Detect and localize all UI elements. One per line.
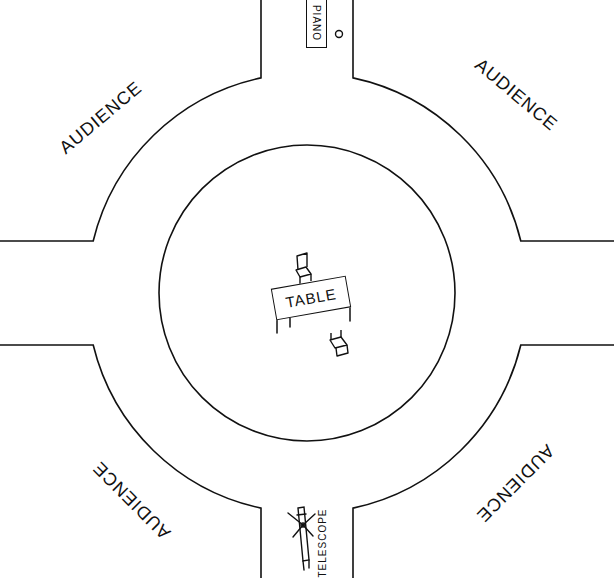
telescope-label: TELESCOPE bbox=[317, 508, 328, 577]
node-text: TABLE bbox=[284, 285, 338, 311]
chair bbox=[330, 330, 348, 356]
audience-edge bbox=[353, 0, 614, 241]
chair bbox=[296, 253, 311, 284]
telescope bbox=[288, 507, 315, 570]
stage-circle bbox=[159, 145, 455, 441]
audience-edge bbox=[353, 345, 614, 578]
piano-box: PIANO bbox=[306, 0, 327, 48]
audience-edge bbox=[0, 345, 261, 578]
audience-label: AUDIENCE bbox=[471, 54, 562, 135]
table-box: TABLE bbox=[271, 276, 351, 321]
piano-stool bbox=[336, 31, 343, 38]
node-text: PIANO bbox=[311, 5, 322, 41]
audience-label: AUDIENCE bbox=[472, 440, 558, 526]
audience-label: AUDIENCE bbox=[56, 77, 147, 158]
audience-label: AUDIENCE bbox=[89, 457, 175, 543]
audience-edge bbox=[0, 0, 261, 241]
